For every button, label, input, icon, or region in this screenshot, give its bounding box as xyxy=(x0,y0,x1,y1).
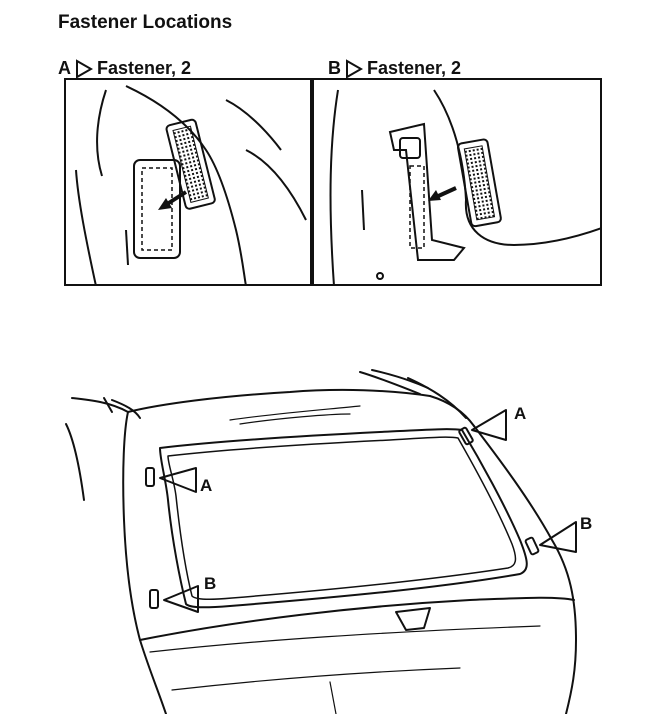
callout-upper-right-label: A xyxy=(514,404,527,423)
panel-a-text: Fastener, 2 xyxy=(97,58,192,78)
panel-b-label: B Fastener, 2 xyxy=(328,58,461,79)
callout-left-label: A xyxy=(200,476,213,495)
triangle-pointer-icon xyxy=(346,58,363,79)
detail-panel-b xyxy=(312,78,602,286)
panel-b-letter: B xyxy=(328,58,341,78)
triangle-pointer-icon xyxy=(76,58,93,79)
fastener-b-illustration xyxy=(329,89,602,286)
detail-panel-a xyxy=(64,78,312,286)
panel-b-text: Fastener, 2 xyxy=(367,58,462,78)
panel-a-label: A Fastener, 2 xyxy=(58,58,191,79)
fastener-a-illustration xyxy=(75,85,307,286)
callout-right-label: B xyxy=(580,514,593,533)
panel-a-letter: A xyxy=(58,58,71,78)
callout-lower-left-label: B xyxy=(204,574,217,593)
page-title: Fastener Locations xyxy=(58,12,233,33)
